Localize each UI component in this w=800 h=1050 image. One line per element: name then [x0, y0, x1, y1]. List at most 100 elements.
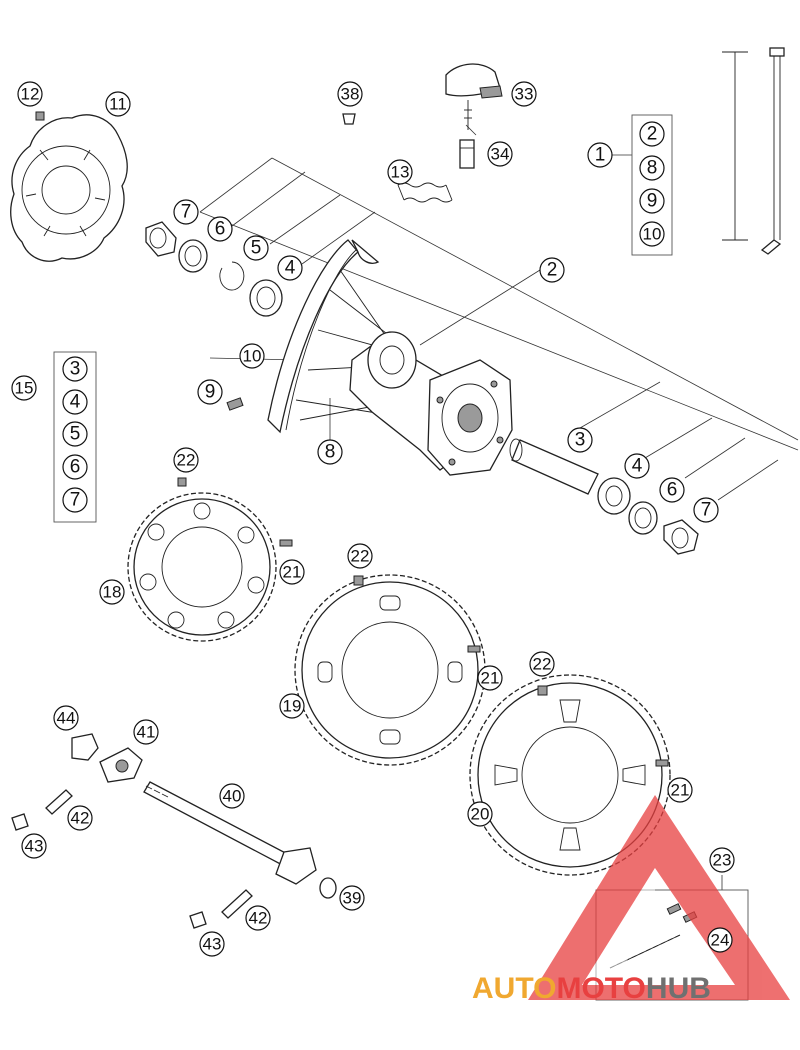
group-1-item-3-label: 10 — [643, 225, 662, 244]
callout-19: 19 — [279, 693, 305, 719]
group-1-item-2-label: 9 — [647, 191, 658, 212]
callout-5: 5 — [243, 235, 269, 261]
callout-18: 18 — [99, 579, 125, 605]
watermark-moto: MOTO — [556, 972, 645, 1005]
spacer-7-right-part — [663, 519, 699, 555]
group-1-item-0: 2 — [639, 121, 665, 147]
callout-38: 38 — [337, 81, 363, 107]
sprocket-20-part — [469, 674, 671, 876]
brake-disc-part — [10, 114, 128, 262]
nut-44-part — [71, 733, 99, 761]
wheel-rim-part — [267, 239, 380, 434]
callout-12: 12 — [17, 81, 43, 107]
callout-4-right: 4 — [624, 453, 650, 479]
callout-8: 8 — [317, 439, 343, 465]
callout-20: 20 — [467, 801, 493, 827]
callout-40: 40 — [219, 783, 245, 809]
callout-39: 39 — [339, 885, 365, 911]
callout-21-a-label: 21 — [283, 563, 302, 582]
callout-20-label: 20 — [471, 805, 490, 824]
bolt-12-part — [35, 111, 45, 121]
valve-nut-34-part — [459, 139, 475, 169]
callout-6-right-label: 6 — [667, 480, 678, 501]
callout-40-label: 40 — [223, 787, 242, 806]
nipple-9-part — [226, 397, 244, 411]
circlip-5-part — [219, 261, 245, 291]
callout-43-b: 43 — [199, 931, 225, 957]
valve-33-part — [445, 63, 503, 130]
callout-15-label: 15 — [15, 379, 34, 398]
bearing-4-left-part — [249, 279, 283, 317]
callout-41: 41 — [133, 719, 159, 745]
callout-13-label: 13 — [391, 163, 410, 182]
callout-4-right-label: 4 — [632, 456, 643, 477]
group-15-item-0-label: 3 — [70, 359, 81, 380]
callout-7-right: 7 — [693, 497, 719, 523]
callout-12-label: 12 — [21, 85, 40, 104]
callout-3: 3 — [567, 427, 593, 453]
callout-22-a-label: 22 — [177, 451, 196, 470]
callout-4-left-label: 4 — [285, 258, 296, 279]
callout-8-label: 8 — [325, 442, 336, 463]
callout-21-b-label: 21 — [481, 669, 500, 688]
seal-6-right-part — [628, 501, 658, 535]
callout-22-c: 22 — [529, 651, 555, 677]
callout-21-c: 21 — [667, 777, 693, 803]
callout-44-label: 44 — [57, 709, 76, 728]
adjusting-screw-42-part — [45, 789, 253, 919]
callout-19-label: 19 — [283, 697, 302, 716]
callout-6-left: 6 — [207, 216, 233, 242]
group-15-item-1: 4 — [62, 389, 88, 415]
callout-9-label: 9 — [205, 382, 216, 403]
callout-33-label: 33 — [515, 85, 534, 104]
callout-13: 13 — [387, 159, 413, 185]
callout-6-right: 6 — [659, 477, 685, 503]
wheel-hub-part — [349, 331, 513, 476]
callout-5-label: 5 — [251, 238, 262, 259]
group-1-item-0-label: 2 — [647, 124, 658, 145]
callout-38-label: 38 — [341, 85, 360, 104]
callout-34: 34 — [487, 141, 513, 167]
callout-7-left-label: 7 — [181, 202, 192, 223]
spacer-39-part — [319, 877, 337, 899]
watermark-auto: AUTO — [472, 972, 556, 1005]
distance-tube-3-part — [509, 438, 599, 495]
group-15-item-1-label: 4 — [70, 392, 81, 413]
callout-1-label: 1 — [595, 145, 606, 166]
callout-43-a: 43 — [21, 833, 47, 859]
callout-43-b-label: 43 — [203, 935, 222, 954]
watermark-text: AUTOMOTOHUB — [472, 972, 711, 1005]
group-1-item-1-label: 8 — [647, 158, 658, 179]
callout-24: 24 — [707, 927, 733, 953]
callout-10: 10 — [239, 343, 265, 369]
rim-tape-13-part — [397, 182, 453, 203]
group-1-item-1: 8 — [639, 155, 665, 181]
group-15-item-4: 7 — [62, 487, 88, 513]
callout-41-label: 41 — [137, 723, 156, 742]
callout-9: 9 — [197, 379, 223, 405]
chain-adjuster-41-part — [99, 747, 143, 783]
callout-24-label: 24 — [711, 931, 730, 950]
callout-42-b-label: 42 — [249, 909, 268, 928]
group-1-item-3: 10 — [639, 221, 665, 247]
group-15-item-4-label: 7 — [70, 490, 81, 511]
group-15-item-0: 3 — [62, 356, 88, 382]
nuts-and-bolts-21-22-part — [177, 477, 669, 767]
group-15-item-2: 5 — [62, 421, 88, 447]
callout-15: 15 — [11, 375, 37, 401]
sprocket-19-part — [294, 574, 486, 766]
axle-40-part — [143, 781, 317, 885]
callout-21-c-label: 21 — [671, 781, 690, 800]
seal-6-left-part — [178, 239, 208, 273]
callout-33: 33 — [511, 81, 537, 107]
bush-38-part — [342, 113, 356, 125]
callout-21-b: 21 — [477, 665, 503, 691]
callout-3-label: 3 — [575, 430, 586, 451]
callout-6-left-label: 6 — [215, 219, 226, 240]
callout-23: 23 — [709, 847, 735, 873]
callout-22-b-label: 22 — [351, 547, 370, 566]
callout-34-label: 34 — [491, 145, 510, 164]
callout-4-left: 4 — [277, 255, 303, 281]
spoke-part — [722, 47, 785, 255]
callout-1: 1 — [587, 142, 613, 168]
